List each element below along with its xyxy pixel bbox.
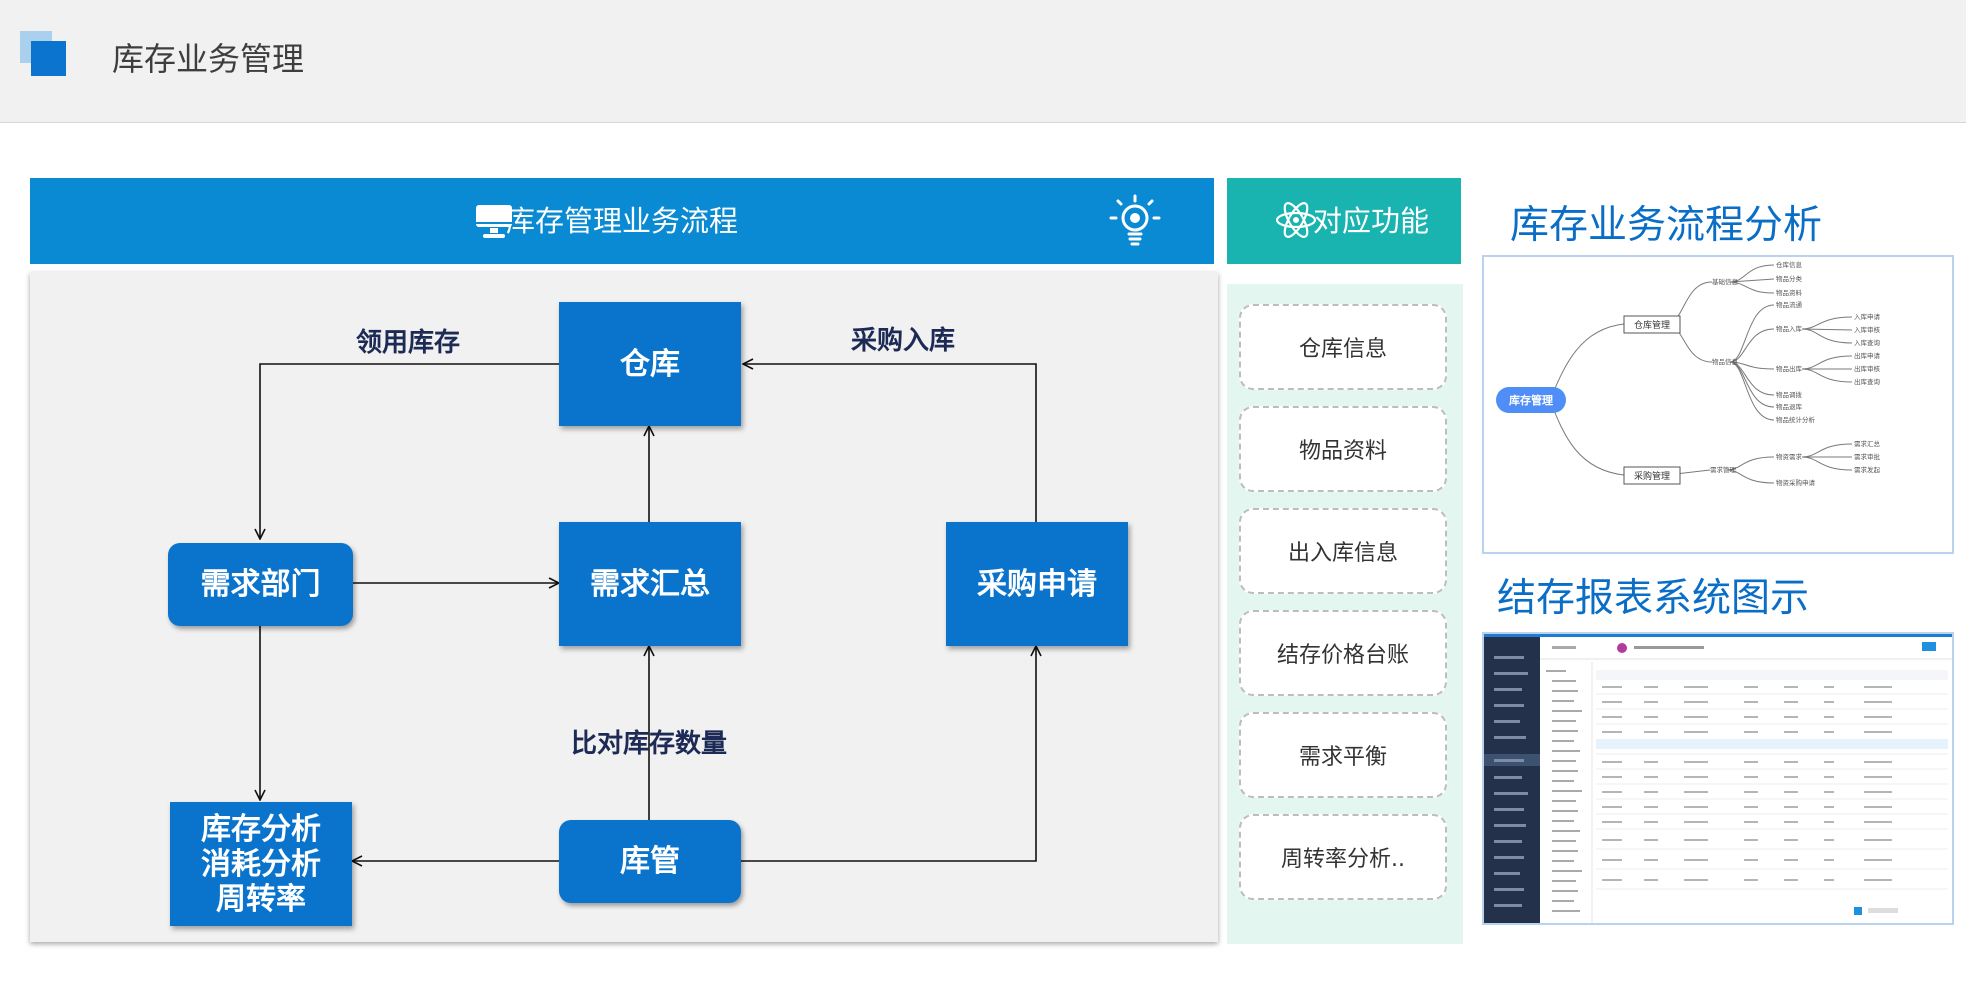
mindmap-node: 仓库信息 [1776, 260, 1803, 269]
mindmap-node: 物品流通 [1776, 300, 1803, 309]
mindmap-node: 基础信息 [1712, 277, 1739, 286]
mindmap-node: 物资采购申请 [1776, 478, 1816, 487]
mindmap-svg: 库存管理 仓库管理 采购管理 基础信息 物品信息 仓库信息 物品分类 物品资料 … [1496, 260, 1881, 487]
functions-panel: 仓库信息 物品资料 出入库信息 结存价格台账 需求平衡 周转率分析.. [1227, 284, 1463, 944]
atom-icon [1275, 202, 1317, 238]
functions-header: 对应功能 [1227, 178, 1461, 264]
mindmap-node: 物品资料 [1776, 288, 1803, 297]
function-item: 出入库信息 [1239, 508, 1447, 594]
top-bar: 库存业务管理 [0, 0, 1966, 123]
report-screenshot-image [1484, 634, 1952, 923]
mindmap-node: 物品调拨 [1776, 390, 1803, 399]
mindmap-branch [1623, 466, 1681, 485]
flow-title: 库存管理业务流程 [505, 204, 738, 238]
node-stock-keeper: 库管 [559, 820, 741, 903]
flow-analysis-title: 库存业务流程分析 [1510, 203, 1823, 248]
node-stock-analysis: 库存分析 消耗分析 周转率 [170, 802, 352, 926]
mindmap-node: 物品退库 [1776, 402, 1803, 411]
edge-label-purchase-in: 采购入库 [851, 326, 956, 356]
flow-connectors [30, 272, 1218, 942]
function-item: 物品资料 [1239, 406, 1447, 492]
node-purchase-request: 采购申请 [946, 522, 1128, 646]
mindmap-node: 物品分类 [1776, 274, 1803, 283]
mindmap-node: 出库申请 [1854, 351, 1881, 360]
flow-header: 库存管理业务流程 [30, 178, 1214, 264]
page-title: 库存业务管理 [112, 40, 305, 78]
mindmap-node: 需求审批 [1854, 452, 1881, 461]
node-warehouse: 仓库 [559, 302, 741, 426]
mindmap-node: 入库查询 [1854, 338, 1881, 347]
report-title: 结存报表系统图示 [1497, 576, 1810, 621]
mindmap-branch-label: 仓库管理 [1634, 319, 1670, 331]
mindmap-node: 物品入库 [1776, 324, 1803, 333]
node-demand-department: 需求部门 [168, 543, 353, 626]
mindmap-branch [1623, 315, 1681, 334]
edge-label-compare-qty: 比对库存数量 [571, 729, 728, 759]
functions-title: 对应功能 [1313, 204, 1430, 238]
mindmap-node: 入库审核 [1854, 325, 1881, 334]
mindmap-node: 物品信息 [1712, 357, 1739, 366]
mindmap-branch-label: 采购管理 [1634, 470, 1670, 482]
monitor-icon [476, 205, 512, 238]
function-item: 需求平衡 [1239, 712, 1447, 798]
mindmap-node: 出库审核 [1854, 364, 1881, 373]
mindmap-node: 需求管理 [1710, 465, 1737, 474]
logo-icon [31, 41, 66, 76]
mindmap-root-label: 库存管理 [1509, 393, 1553, 407]
lightbulb-icon [1109, 194, 1161, 246]
report-screenshot [1482, 632, 1954, 925]
edge-label-issue-stock: 领用库存 [356, 328, 461, 358]
mindmap-node: 物品出库 [1776, 364, 1803, 373]
mindmap-node: 物资需求 [1776, 452, 1803, 461]
flow-diagram: 仓库 需求部门 需求汇总 采购申请 库存分析 消耗分析 周转率 库管 领用库存 … [30, 272, 1218, 942]
function-item: 结存价格台账 [1239, 610, 1447, 696]
function-item: 仓库信息 [1239, 304, 1447, 390]
function-item: 周转率分析.. [1239, 814, 1447, 900]
mindmap-node: 需求发起 [1854, 465, 1881, 474]
node-demand-summary: 需求汇总 [559, 522, 741, 646]
mindmap-root [1496, 387, 1566, 413]
mindmap-node: 出库查询 [1854, 377, 1881, 386]
mindmap-node: 物品统计分析 [1776, 415, 1816, 424]
mindmap-figure: 库存管理 仓库管理 采购管理 基础信息 物品信息 仓库信息 物品分类 物品资料 … [1482, 255, 1954, 554]
mindmap-node: 需求汇总 [1854, 439, 1881, 448]
mindmap-node: 入库申请 [1854, 312, 1881, 321]
